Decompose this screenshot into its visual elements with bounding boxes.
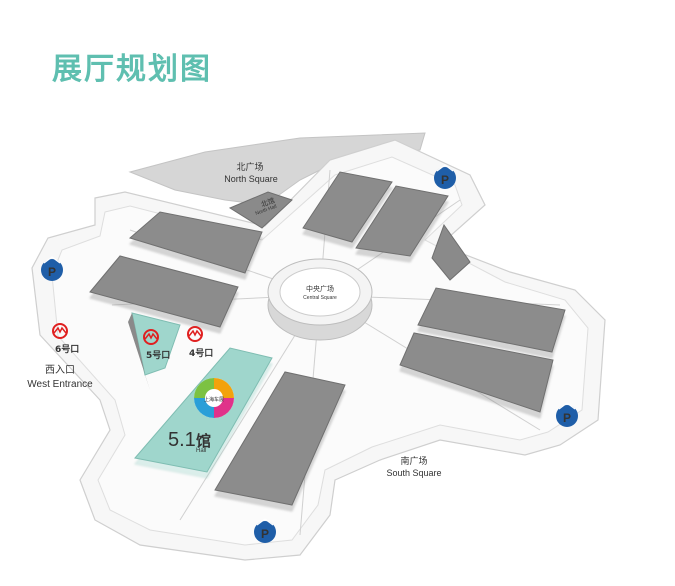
svg-text:P: P: [441, 173, 449, 187]
parking-icon: P: [434, 164, 456, 189]
parking-icon: P: [41, 256, 63, 281]
metro-icon: [143, 329, 159, 345]
hall-block: [128, 211, 263, 274]
hall-block: [399, 332, 554, 413]
hall-logo-text: 上海车展: [204, 396, 224, 403]
west-entrance-en: West Entrance: [27, 379, 93, 390]
parking-icon: P: [254, 518, 276, 543]
metro-entrance-5-wall: [128, 313, 150, 390]
north-square-en: North Square: [224, 174, 278, 184]
svg-text:P: P: [261, 527, 269, 541]
hall-block: [214, 371, 346, 506]
central-square: 中央广场 Central Square: [267, 258, 373, 341]
metro-icon: [187, 326, 203, 342]
exhibition-halls: [89, 171, 566, 506]
hall-cn: 馆: [196, 432, 211, 450]
metro-exit-5: 5号口: [146, 350, 170, 361]
north-square-cn: 北广场: [236, 161, 263, 173]
hall-logo: 上海车展: [194, 378, 234, 418]
hall-number: 5.1: [168, 429, 196, 451]
south-square-en: South Square: [386, 468, 441, 478]
svg-text:P: P: [563, 411, 571, 425]
hall-block: [89, 255, 239, 328]
page-title: 展厅规划图: [52, 52, 212, 87]
metro-entrance-5: [131, 312, 181, 376]
central-square-en: Central Square: [303, 295, 337, 301]
south-square-cn: 南广场: [400, 455, 427, 467]
metro-exit-6: 6号口: [55, 344, 79, 355]
metro-exit-4: 4号口: [189, 348, 213, 359]
metro-icon: [52, 323, 68, 339]
hall-block: [302, 171, 393, 243]
north-hall: [228, 191, 293, 229]
hall-en: Hall: [196, 448, 206, 454]
parking-icon: P: [556, 402, 578, 427]
hall-block: [355, 185, 449, 257]
svg-text:P: P: [48, 265, 56, 279]
central-square-cn: 中央广场: [306, 284, 334, 293]
hall-block: [417, 287, 566, 353]
east-side-block: [431, 223, 471, 281]
west-entrance-cn: 西入口: [45, 365, 75, 376]
